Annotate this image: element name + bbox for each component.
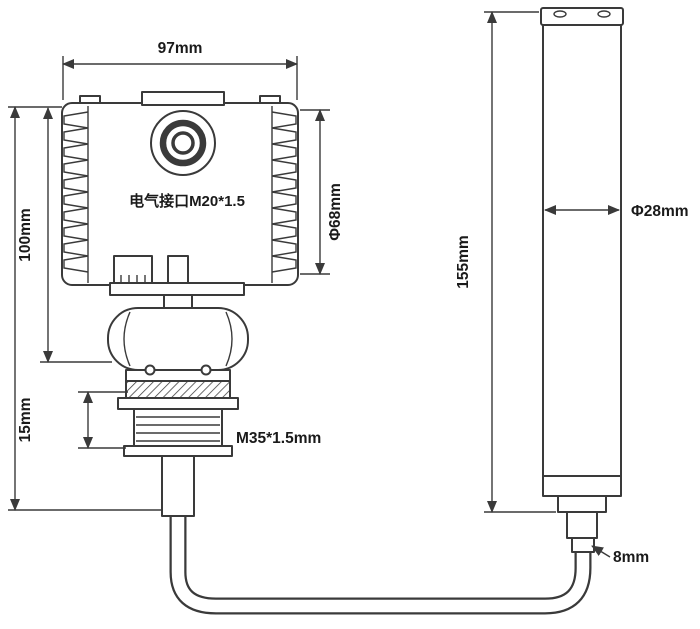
dimension-probe-diameter: Φ28mm: [544, 203, 689, 220]
transmitter-housing: [61, 91, 299, 309]
probe-step: [557, 495, 607, 513]
bolt-plate: [125, 369, 231, 382]
dim-housing-diameter-label: Φ68mm: [327, 183, 344, 241]
bolt-head-right: [200, 364, 212, 376]
probe: [540, 7, 624, 553]
probe-cap-hole-right: [597, 10, 611, 18]
dim-probe-diameter-label: Φ28mm: [631, 203, 689, 220]
dimension-top-width: 97mm: [62, 40, 298, 100]
neck-stub: [163, 294, 193, 309]
terminal-block: [113, 255, 153, 284]
thread-spec-label: M35*1.5mm: [236, 430, 321, 447]
sight-glass: [150, 110, 216, 176]
dim-probe-length-label: 155mm: [455, 235, 472, 288]
dimension-probe-length: 155mm: [455, 10, 556, 513]
dimension-flange-height: 15mm: [17, 391, 128, 449]
dimension-housing-height: 100mm: [17, 107, 112, 363]
hex-nut-hatched: [125, 380, 231, 399]
connection-cable: [169, 512, 592, 615]
housing-post: [167, 255, 189, 284]
outlet-pipe: [161, 455, 195, 517]
housing-fins-left: [63, 111, 89, 273]
dimension-overall-left: [8, 106, 162, 511]
electrical-port-label: 电气接口M20*1.5: [129, 192, 245, 210]
dim-cable-diameter-label: 8mm: [613, 549, 649, 566]
dimension-housing-diameter: Φ68mm: [300, 109, 344, 275]
process-connection: [107, 307, 249, 517]
oval-head: [107, 307, 249, 371]
bottom-plate: [123, 445, 233, 457]
dim-housing-height-label: 100mm: [17, 208, 34, 261]
housing-fins-right: [271, 111, 297, 273]
housing-top-cap: [141, 91, 225, 106]
bolt-head-left: [144, 364, 156, 376]
probe-cable-neck: [571, 537, 595, 553]
probe-body: [542, 24, 622, 477]
probe-bottom-section: [542, 475, 622, 497]
mounting-plate: [109, 282, 245, 296]
dim-flange-height-label: 15mm: [17, 398, 34, 443]
washer-flange: [117, 397, 239, 410]
probe-cap-hole-left: [553, 10, 567, 18]
label-cable-diameter: 8mm: [591, 545, 649, 566]
probe-cable-stub: [566, 511, 598, 539]
dim-top-width-label: 97mm: [158, 40, 203, 57]
probe-top-cap: [540, 7, 624, 26]
threaded-block: [133, 408, 223, 447]
